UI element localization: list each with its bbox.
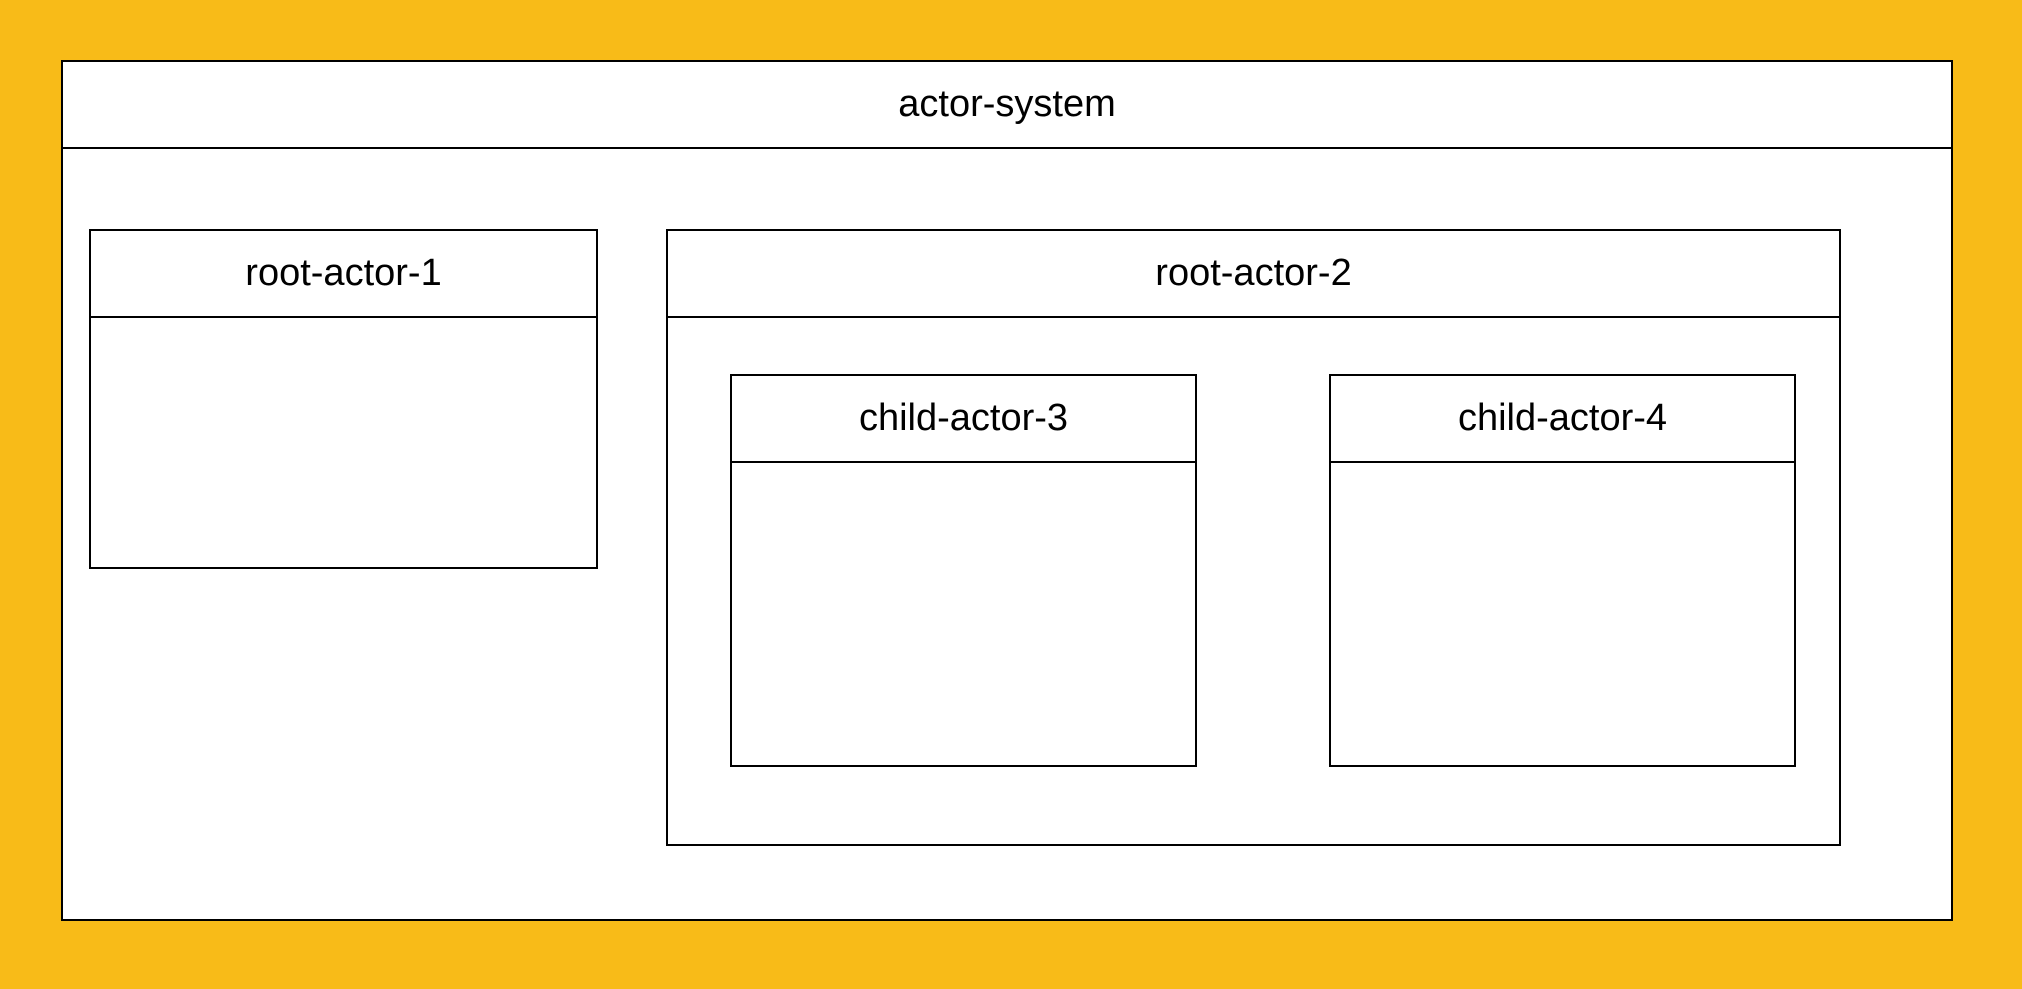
actor-system-title: actor-system [63, 62, 1951, 149]
child-actor-3-box: child-actor-3 [730, 374, 1197, 767]
child-actor-4-title: child-actor-4 [1331, 376, 1794, 463]
root-actor-1-title: root-actor-1 [91, 231, 596, 318]
child-actor-3-title: child-actor-3 [732, 376, 1195, 463]
root-actor-2-title: root-actor-2 [668, 231, 1839, 318]
child-actor-4-box: child-actor-4 [1329, 374, 1796, 767]
root-actor-1-box: root-actor-1 [89, 229, 598, 569]
